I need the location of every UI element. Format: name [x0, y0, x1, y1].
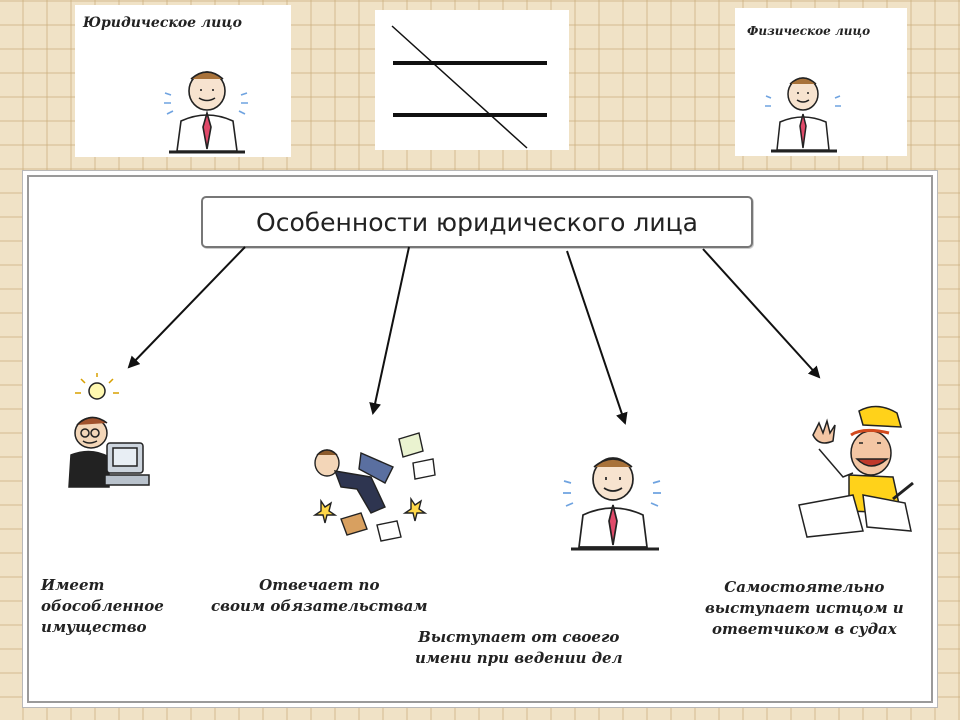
waving-man-icon — [798, 405, 914, 538]
features-diagram-panel: Особенности юридического лица — [22, 170, 938, 708]
panel-frame: Особенности юридического лица — [27, 175, 933, 703]
legal-entity-card: Юридическое лицо — [75, 5, 291, 157]
not-equal-card — [375, 10, 569, 150]
arrow-to-court — [702, 248, 821, 379]
natural-person-label: Физическое лицо — [747, 24, 871, 38]
arrow-to-liabilities — [369, 246, 410, 415]
natural-person-card: Физическое лицо — [735, 8, 907, 156]
feature-court-party: Самостоятельно выступает истцом и ответч… — [705, 578, 904, 638]
feature-own-name: Выступает от своего имени при ведении де… — [415, 628, 623, 667]
businessman-icon — [563, 457, 661, 551]
falling-papers-icon — [312, 432, 436, 542]
idea-computer-icon — [68, 373, 150, 488]
arrow-to-property — [127, 246, 246, 369]
diagram-title: Особенности юридического лица — [201, 196, 753, 248]
legal-entity-label: Юридическое лицо — [83, 15, 242, 31]
businessman-icon — [164, 71, 248, 154]
businessman-icon — [765, 77, 841, 153]
feature-liability: Отвечает по своим обязательствам — [211, 576, 428, 615]
feature-separate-property: Имеет обособленное имущество — [41, 576, 164, 636]
arrow-to-own-name — [566, 250, 628, 425]
not-equal-sign-icon — [391, 25, 547, 149]
arrows-layer — [127, 246, 821, 425]
